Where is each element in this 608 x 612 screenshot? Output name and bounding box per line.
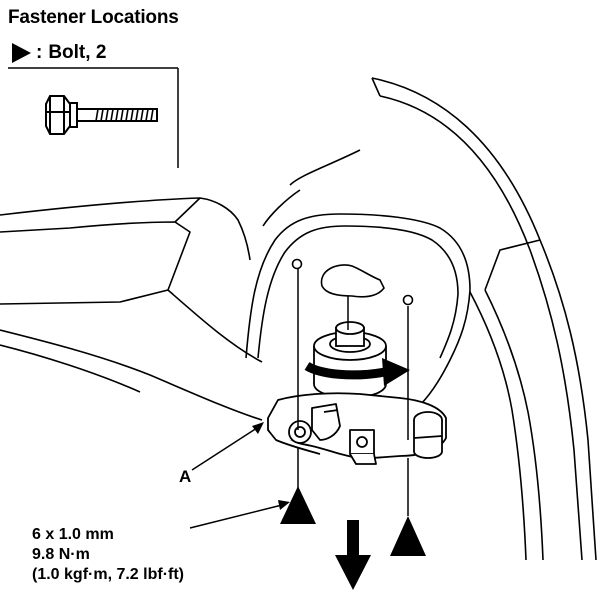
bolt-marker-triangle-left-icon [280,486,316,524]
downward-arrow-icon [335,520,371,590]
leader-arrowheads [252,422,290,510]
legend: : Bolt, 2 [12,41,106,65]
legend-separator: : [36,42,43,63]
bolt-illustration-icon [45,95,158,135]
mounting-slot [291,258,414,306]
page-title: Fastener Locations [8,7,179,28]
part-label-a: A [179,467,192,486]
bolt-marker-triangle-right-icon [390,516,426,556]
rotation-arrow-icon [304,358,410,386]
body-panel [0,77,597,561]
spec-torque-alt: (1.0 kgf·m, 7.2 lbf·ft) [32,566,185,583]
bolt-marker-triangle-icon [12,43,31,63]
bolt-legend-box [8,67,179,168]
legend-text: Bolt, 2 [48,42,107,63]
leader-lines [189,268,409,529]
spec-torque-nm: 9.8 N·m [32,546,90,563]
latch-bracket [267,392,447,465]
torque-spec: 6 x 1.0 mm 9.8 N·m (1.0 kgf·m, 7.2 lbf·f… [32,525,184,585]
lock-cylinder [313,321,387,399]
spec-bolt-size: 6 x 1.0 mm [32,526,114,543]
